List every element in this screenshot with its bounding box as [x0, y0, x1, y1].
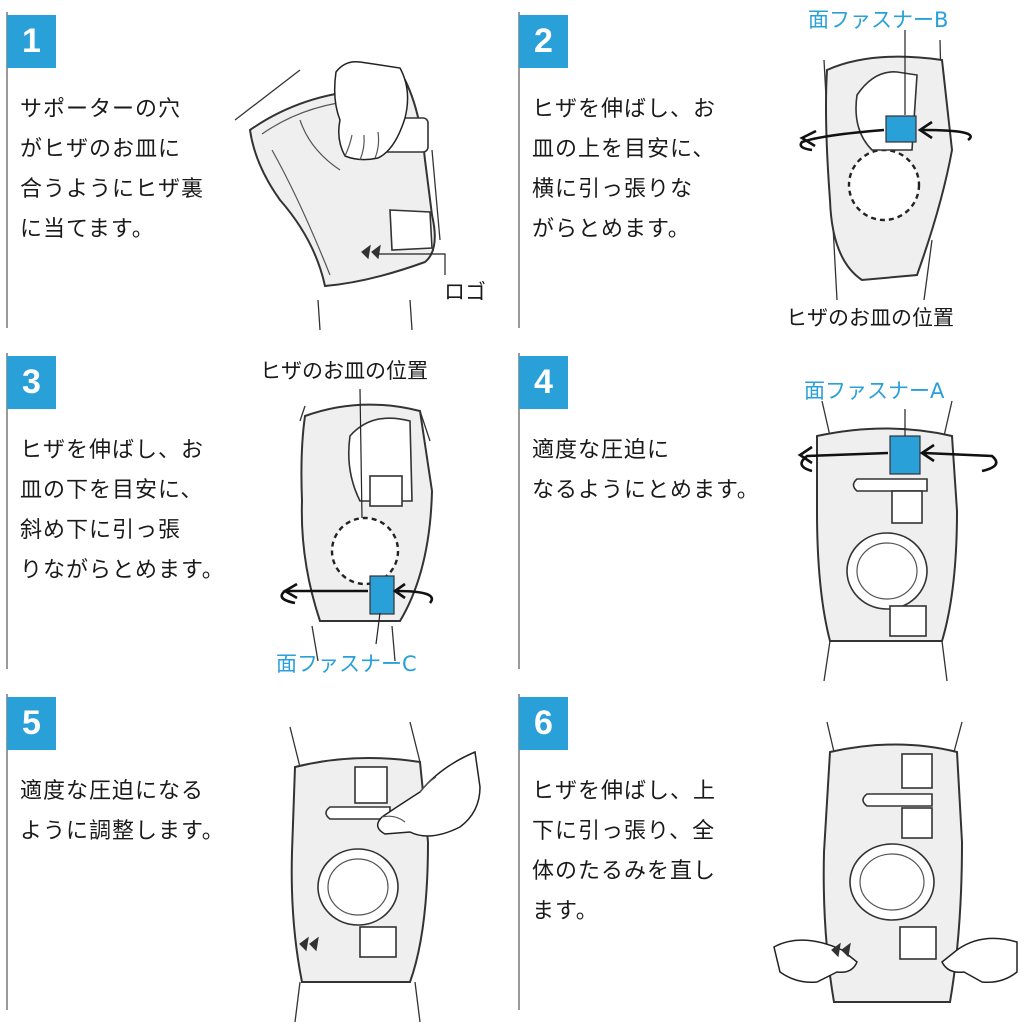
knee-side-illustration — [0, 341, 512, 682]
step-3: 3 ヒザを伸ばし、お 皿の下を目安に、 斜め下に引っ張 りながらとめます。 ヒザ… — [0, 341, 512, 682]
step-2: 2 ヒザを伸ばし、お 皿の上を目安に、 横に引っ張りな がらとめます。 面ファス… — [512, 0, 1024, 341]
knee-front-smooth-illustration — [512, 682, 1024, 1023]
fastener-b — [886, 116, 916, 142]
knee-side-illustration — [512, 0, 1024, 341]
step-5: 5 適度な圧迫になる ように調整します。 — [0, 682, 512, 1023]
knee-back-illustration — [0, 0, 512, 341]
fastener-c — [370, 576, 394, 614]
fastener-b-label: 面ファスナーB — [808, 4, 948, 34]
knee-front-illustration — [512, 341, 1024, 682]
strap-lower — [390, 210, 432, 250]
fastener-a-label: 面ファスナーA — [804, 375, 944, 405]
knee-front-adjust-illustration — [0, 682, 512, 1023]
step-4: 4 適度な圧迫に なるようにとめます。 面ファスナーA — [512, 341, 1024, 682]
fastener-a — [890, 436, 920, 474]
step-6: 6 ヒザを伸ばし、上 下に引っ張り、全 体のたるみを直し ます。 — [512, 682, 1024, 1023]
kneecap-position-label: ヒザのお皿の位置 — [786, 302, 954, 332]
fastener-c-label: 面ファスナーC — [276, 648, 417, 678]
kneecap-position-label: ヒザのお皿の位置 — [260, 355, 428, 385]
kneecap-outline — [332, 518, 398, 584]
logo-label: ロゴ — [444, 276, 486, 306]
step-1: 1 サポーターの穴 がヒザのお皿に 合うようにヒザ裏 に当てます。 ロゴ — [0, 0, 512, 341]
kneecap-outline — [849, 150, 919, 220]
